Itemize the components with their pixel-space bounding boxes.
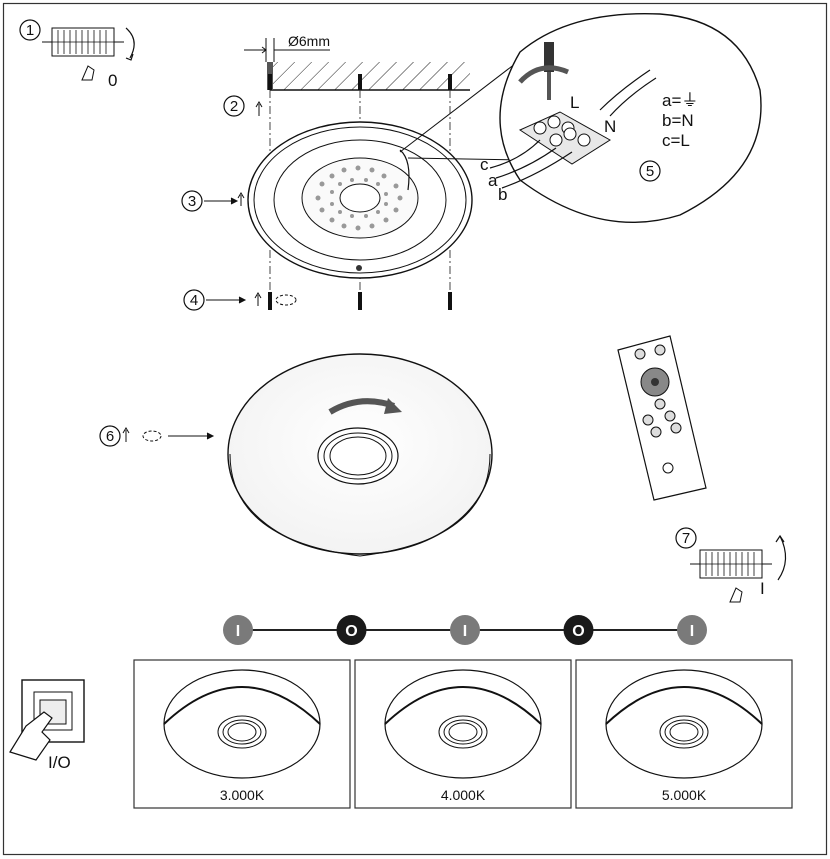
wire-letter-c: c — [480, 155, 489, 174]
temperature-panel-2: 5.000K — [575, 659, 793, 809]
sequence-dot-1: O — [336, 615, 367, 645]
step-2: 2 — [223, 95, 263, 117]
sequence-dot-label: O — [572, 623, 584, 640]
step-4: 4 — [183, 289, 452, 311]
sequence-dot-label: I — [236, 623, 240, 640]
svg-text:4: 4 — [190, 292, 198, 309]
hand-icon — [729, 587, 743, 603]
step-5-number: 5 — [646, 163, 654, 180]
mounting-plate — [247, 121, 473, 279]
svg-text:7: 7 — [682, 530, 690, 547]
step-6: 6 — [99, 425, 215, 447]
drill-diameter-label: Ø6mm — [288, 33, 330, 49]
step-7-breaker-on: 7 I — [675, 527, 787, 603]
legend-b: b=N — [662, 111, 694, 130]
legend-c: c=L — [662, 131, 690, 150]
sequence-dot-4: I — [677, 615, 707, 645]
sequence-dot-3: O — [563, 615, 594, 645]
color-temperature-panels: 3.000K 4.000K 5.000K — [133, 659, 793, 809]
screwdriver-icon — [544, 42, 554, 100]
temperature-label: 4.000K — [441, 787, 486, 803]
wiring-callout: c a b L N a=⏚ b=N c=L 5 — [399, 12, 762, 224]
wall-switch-label: I/O — [48, 753, 71, 772]
terminal-letter-n: N — [604, 117, 616, 136]
pointing-hand-icon — [9, 711, 53, 761]
temperature-panel-1: 4.000K — [354, 659, 572, 809]
step-1-switch-state: 0 — [108, 71, 117, 90]
temperature-label: 5.000K — [662, 787, 707, 803]
svg-text:2: 2 — [230, 98, 238, 115]
sequence-dot-label: I — [463, 623, 467, 640]
legend-a: a=⏚ — [662, 91, 698, 110]
led-array — [315, 165, 403, 231]
step-1-number: 1 — [26, 22, 34, 39]
wire-letter-a: a — [488, 171, 498, 190]
svg-text:6: 6 — [106, 428, 114, 445]
temperature-panel-0: 3.000K — [133, 659, 351, 809]
remote-control — [617, 335, 707, 501]
sequence-dot-label: I — [690, 623, 694, 640]
hand-icon — [81, 65, 95, 81]
sequence-dot-0: I — [223, 615, 253, 645]
temperature-label: 3.000K — [220, 787, 265, 803]
sequence-dot-label: O — [345, 623, 357, 640]
step-3: 3 — [181, 190, 245, 212]
step-1-breaker-off: 1 0 — [19, 19, 135, 90]
svg-text:3: 3 — [188, 193, 196, 210]
lamp-cover — [227, 353, 493, 557]
wall-switch: I/O — [9, 679, 85, 772]
terminal-letter-l: L — [570, 93, 579, 112]
sequence-dot-2: I — [450, 615, 480, 645]
wire-letter-b: b — [498, 185, 507, 204]
step-7-switch-state: I — [760, 579, 765, 598]
